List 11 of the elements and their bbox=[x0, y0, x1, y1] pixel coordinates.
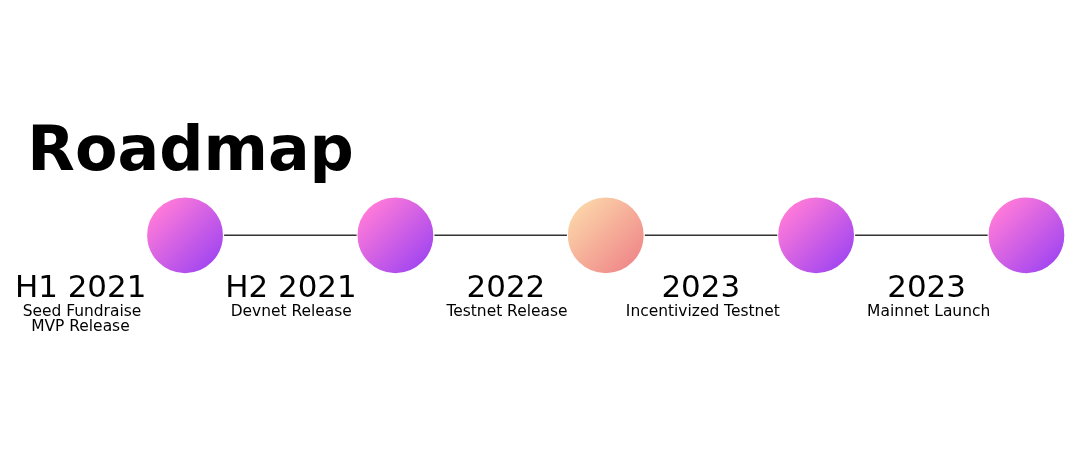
diagram-title: Roadmap bbox=[27, 113, 354, 186]
connector bbox=[854, 234, 989, 237]
node-circle bbox=[987, 195, 1066, 275]
connector bbox=[223, 234, 358, 237]
node-circle bbox=[566, 195, 646, 275]
node-circle bbox=[355, 195, 435, 275]
connector bbox=[433, 234, 568, 237]
node-circle bbox=[145, 195, 225, 275]
node-label: MVP Release bbox=[31, 317, 130, 336]
node-circle bbox=[776, 195, 856, 275]
connector bbox=[644, 234, 779, 237]
